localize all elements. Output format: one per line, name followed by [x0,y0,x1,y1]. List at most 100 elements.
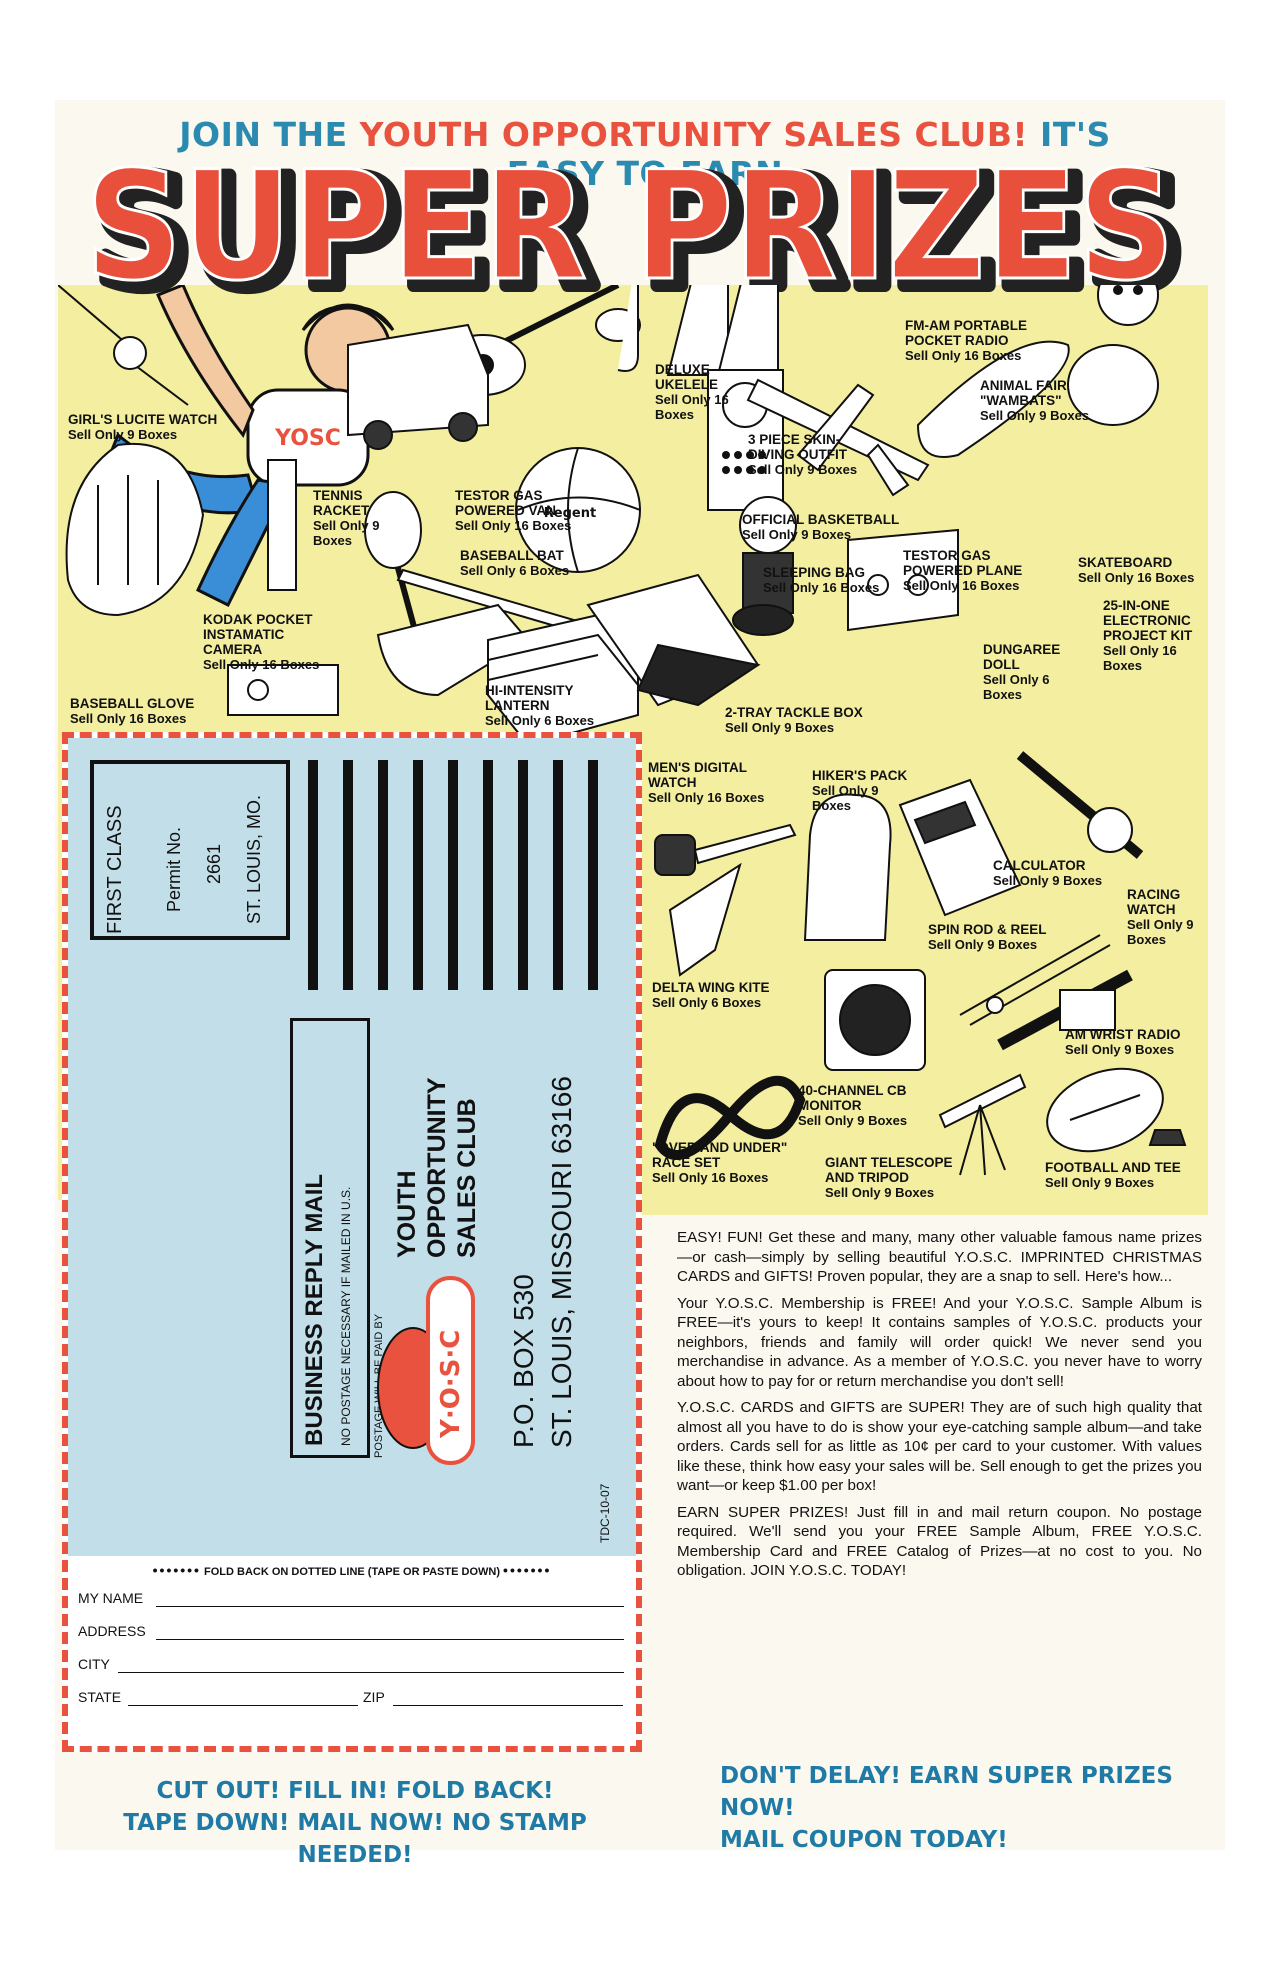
first-class-box: FIRST CLASS Permit No. 2661 ST. LOUIS, M… [90,760,290,940]
yosc-logo: Y·O·S·C [377,1276,475,1465]
cb-monitor-art [824,969,926,1071]
title-text: SUPER PRIZES [85,150,1175,310]
org-line-2: OPPORTUNITY [423,1077,451,1258]
instructions-line-1: CUT OUT! FILL IN! FOLD BACK! [156,1778,554,1804]
barcode-bars [308,760,598,990]
basketball-art: Regent [515,447,641,573]
header-part3: IT'S EASY TO EARN [506,115,1111,193]
kodak-camera-art [227,459,339,716]
baseball-glove-art [65,442,205,617]
brm-box: BUSINESS REPLY MAIL NO POSTAGE NECESSARY… [290,1018,370,1458]
reply-envelope: FIRST CLASS Permit No. 2661 ST. LOUIS, M… [68,738,636,1556]
header-part2: YOUTH OPPORTUNITY SALES CLUB! [359,115,1029,154]
shirt-logo: YOSC [274,426,341,451]
telescope-art [938,1073,1027,1176]
city-field[interactable]: CITY [78,1656,628,1673]
permit-city: ST. LOUIS, MO. [244,794,264,924]
tdc-code: TDC-10-07 [598,1483,612,1543]
header-part1: JOIN THE [179,115,360,154]
body-paragraph-1: EASY! FUN! Get these and many, many othe… [677,1229,1202,1285]
racing-watch-art [1016,751,1144,859]
permit-label: Permit No. [164,826,184,912]
gas-plane-art [746,378,930,497]
body-copy: EASY! FUN! Get these and many, many othe… [677,1228,1202,1588]
title-shadow: SUPER PRIZES [95,150,1185,310]
gas-van-art [347,323,489,450]
state-label: STATE [78,1689,122,1705]
dungaree-doll-art [732,496,797,636]
prize-label-wambats: ANIMAL FAIR "WAMBATS"Sell Only 9 Boxes [980,378,1090,423]
football-art [1046,1067,1187,1153]
hikers-pack-art [803,793,892,941]
call-to-action: DON'T DELAY! EARN SUPER PRIZES NOW! MAIL… [720,1760,1220,1856]
prize-artwork: YOSC Regent [58,285,1159,747]
fold-line: ••••••• FOLD BACK ON DOTTED LINE (TAPE O… [152,1562,552,1578]
digital-watch-art [654,823,797,876]
first-class-label: FIRST CLASS [104,805,126,934]
body-paragraph-4: EARN SUPER PRIZES! Just fill in and mail… [677,1503,1202,1580]
basketball-brand: Regent [544,506,596,521]
zip-label: ZIP [363,1689,385,1705]
no-postage-text: NO POSTAGE NECESSARY IF MAILED IN U.S. [339,1186,353,1446]
name-label: MY NAME [78,1590,144,1606]
permit-number: 2661 [204,843,224,884]
skateboard-art [916,340,1070,458]
cta-line-2: MAIL COUPON TODAY! [720,1827,1008,1853]
rod-reel-art [959,934,1111,1026]
tennis-racket-art [364,491,426,661]
delta-kite-art [668,862,742,977]
name-field[interactable]: MY NAME [78,1590,628,1607]
coupon-instructions: CUT OUT! FILL IN! FOLD BACK! TAPE DOWN! … [70,1775,640,1871]
cta-line-1: DON'T DELAY! EARN SUPER PRIZES NOW! [720,1763,1173,1821]
org-line-1: YOUTH [393,1170,421,1259]
business-reply-mail: BUSINESS REPLY MAIL [301,1173,328,1446]
city-label: CITY [78,1656,110,1672]
header-banner: JOIN THE YOUTH OPPORTUNITY SALES CLUB! I… [145,115,1145,193]
race-set-art [654,1075,806,1160]
org-line-3: SALES CLUB [453,1098,481,1258]
girls-watch-art [58,285,189,406]
address-label: ADDRESS [78,1623,146,1639]
sleeping-bag-art [586,573,761,707]
yosc-logo-text: Y·O·S·C [436,1330,466,1439]
prize-artwork-lower [654,751,1187,1176]
pocket-radio-art [707,369,784,511]
electronic-kit-art [847,528,959,632]
calculator-art [898,778,1022,917]
instructions-line-2: TAPE DOWN! MAIL NOW! NO STAMP NEEDED! [123,1810,587,1868]
page-title: SUPER PRIZES SUPER PRIZES [70,139,1210,329]
po-box: P.O. BOX 530 [508,1274,539,1448]
address-field[interactable]: ADDRESS [78,1623,628,1640]
wambats-art [1067,285,1159,426]
body-paragraph-3: Y.O.S.C. CARDS and GIFTS are SUPER! They… [677,1399,1202,1494]
state-zip-field[interactable]: STATE ZIP [78,1689,628,1706]
reply-coupon[interactable]: FIRST CLASS Permit No. 2661 ST. LOUIS, M… [62,732,642,1752]
fold-instruction: FOLD BACK ON DOTTED LINE (TAPE OR PASTE … [204,1566,500,1578]
body-paragraph-2: Your Y.O.S.C. Membership is FREE! And yo… [677,1294,1202,1390]
